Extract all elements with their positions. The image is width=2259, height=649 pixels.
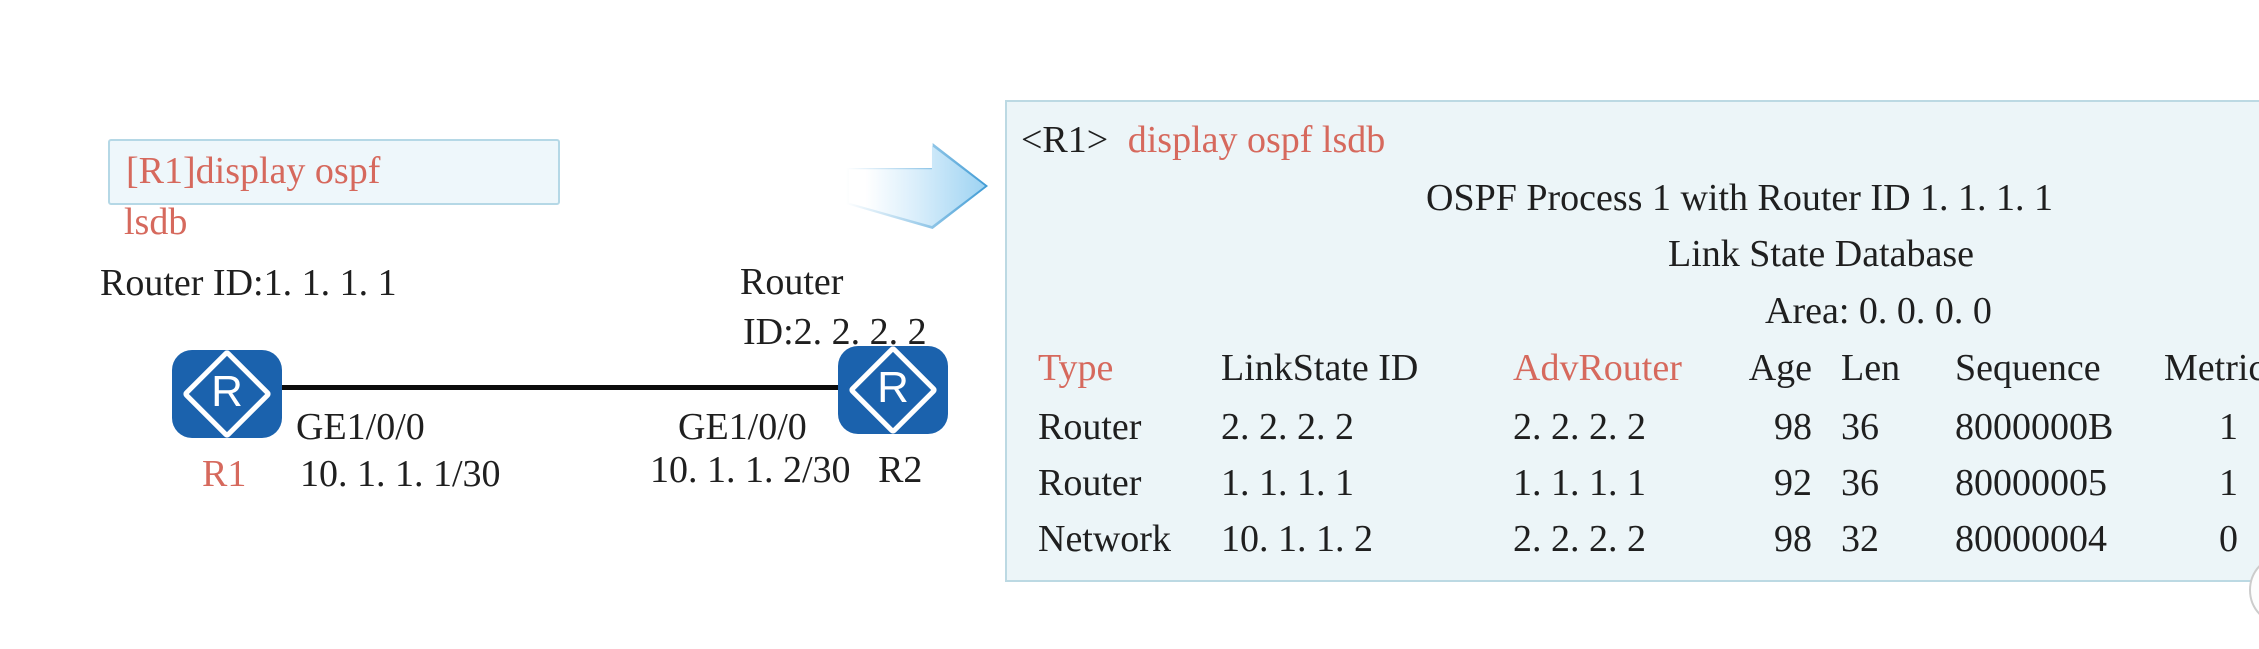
ospf-process-line: OSPF Process 1 with Router ID 1. 1. 1. 1 xyxy=(1426,177,2054,219)
table-cell-age: 98 xyxy=(1774,406,1812,448)
router2-ip-label: 10. 1. 1. 2/30 xyxy=(650,449,851,491)
table-cell-linkstate-id: 1. 1. 1. 1 xyxy=(1221,462,1354,504)
terminal-command-line: <R1> display ospf lsdb xyxy=(1021,119,1385,163)
table-cell-type: Router xyxy=(1038,406,1142,448)
table-header-len: Len xyxy=(1841,347,1901,389)
table-cell-age: 98 xyxy=(1774,518,1812,560)
table-cell-linkstate-id: 10. 1. 1. 2 xyxy=(1221,518,1373,560)
router1-interface-label: GE1/0/0 xyxy=(296,406,425,448)
router-letter: R xyxy=(211,367,243,417)
router2-name-label: R2 xyxy=(878,449,923,491)
table-cell-type: Router xyxy=(1038,462,1142,504)
area-line: Area: 0. 0. 0. 0 xyxy=(1765,290,1992,332)
router1-id-label: Router ID:1. 1. 1. 1 xyxy=(100,262,397,304)
table-cell-advrouter: 2. 2. 2. 2 xyxy=(1513,406,1646,448)
table-cell-sequence: 80000005 xyxy=(1955,462,2107,504)
router2-icon: R xyxy=(838,344,948,436)
table-cell-type: Network xyxy=(1038,518,1171,560)
table-cell-advrouter: 2. 2. 2. 2 xyxy=(1513,518,1646,560)
right-arrow-icon-fill xyxy=(849,146,985,226)
table-cell-sequence: 80000004 xyxy=(1955,518,2107,560)
table-cell-linkstate-id: 2. 2. 2. 2 xyxy=(1221,406,1354,448)
terminal-output-panel xyxy=(1005,100,2259,582)
router-letter: R xyxy=(877,363,909,413)
terminal-command: display ospf lsdb xyxy=(1127,119,1386,161)
table-header-advrouter: AdvRouter xyxy=(1513,347,1682,389)
command-annotation-line2: lsdb xyxy=(124,201,188,243)
table-cell-age: 92 xyxy=(1774,462,1812,504)
table-cell-len: 36 xyxy=(1841,406,1879,448)
table-cell-metric: 1 xyxy=(2219,462,2238,504)
table-cell-sequence: 8000000B xyxy=(1955,406,2114,448)
table-header-age: Age xyxy=(1748,347,1812,389)
command-annotation-line1: [R1]display ospf xyxy=(126,150,381,193)
link-line xyxy=(228,385,892,390)
router1-icon: R xyxy=(172,348,282,440)
table-cell-advrouter: 1. 1. 1. 1 xyxy=(1513,462,1646,504)
router2-ip-line: 10. 1. 1. 2/30 R2 xyxy=(650,449,922,493)
table-header-metric: Metric xyxy=(2164,347,2259,389)
table-header-sequence: Sequence xyxy=(1955,347,2101,389)
table-cell-len: 36 xyxy=(1841,462,1879,504)
table-cell-len: 32 xyxy=(1841,518,1879,560)
table-header-linkstate-id: LinkState ID xyxy=(1221,347,1419,389)
table-cell-metric: 0 xyxy=(2219,518,2238,560)
table-cell-metric: 1 xyxy=(2219,406,2238,448)
router2-id-label-line1: Router xyxy=(740,261,844,303)
link-state-database-line: Link State Database xyxy=(1668,233,1975,275)
terminal-prompt: <R1> xyxy=(1021,119,1109,161)
router1-name-label: R1 xyxy=(202,453,247,495)
router2-interface-label: GE1/0/0 xyxy=(678,406,807,448)
router1-ip-label: 10. 1. 1. 1/30 xyxy=(300,453,501,495)
table-header-type: Type xyxy=(1038,347,1114,389)
command-annotation-box: [R1]display ospf xyxy=(108,139,560,205)
